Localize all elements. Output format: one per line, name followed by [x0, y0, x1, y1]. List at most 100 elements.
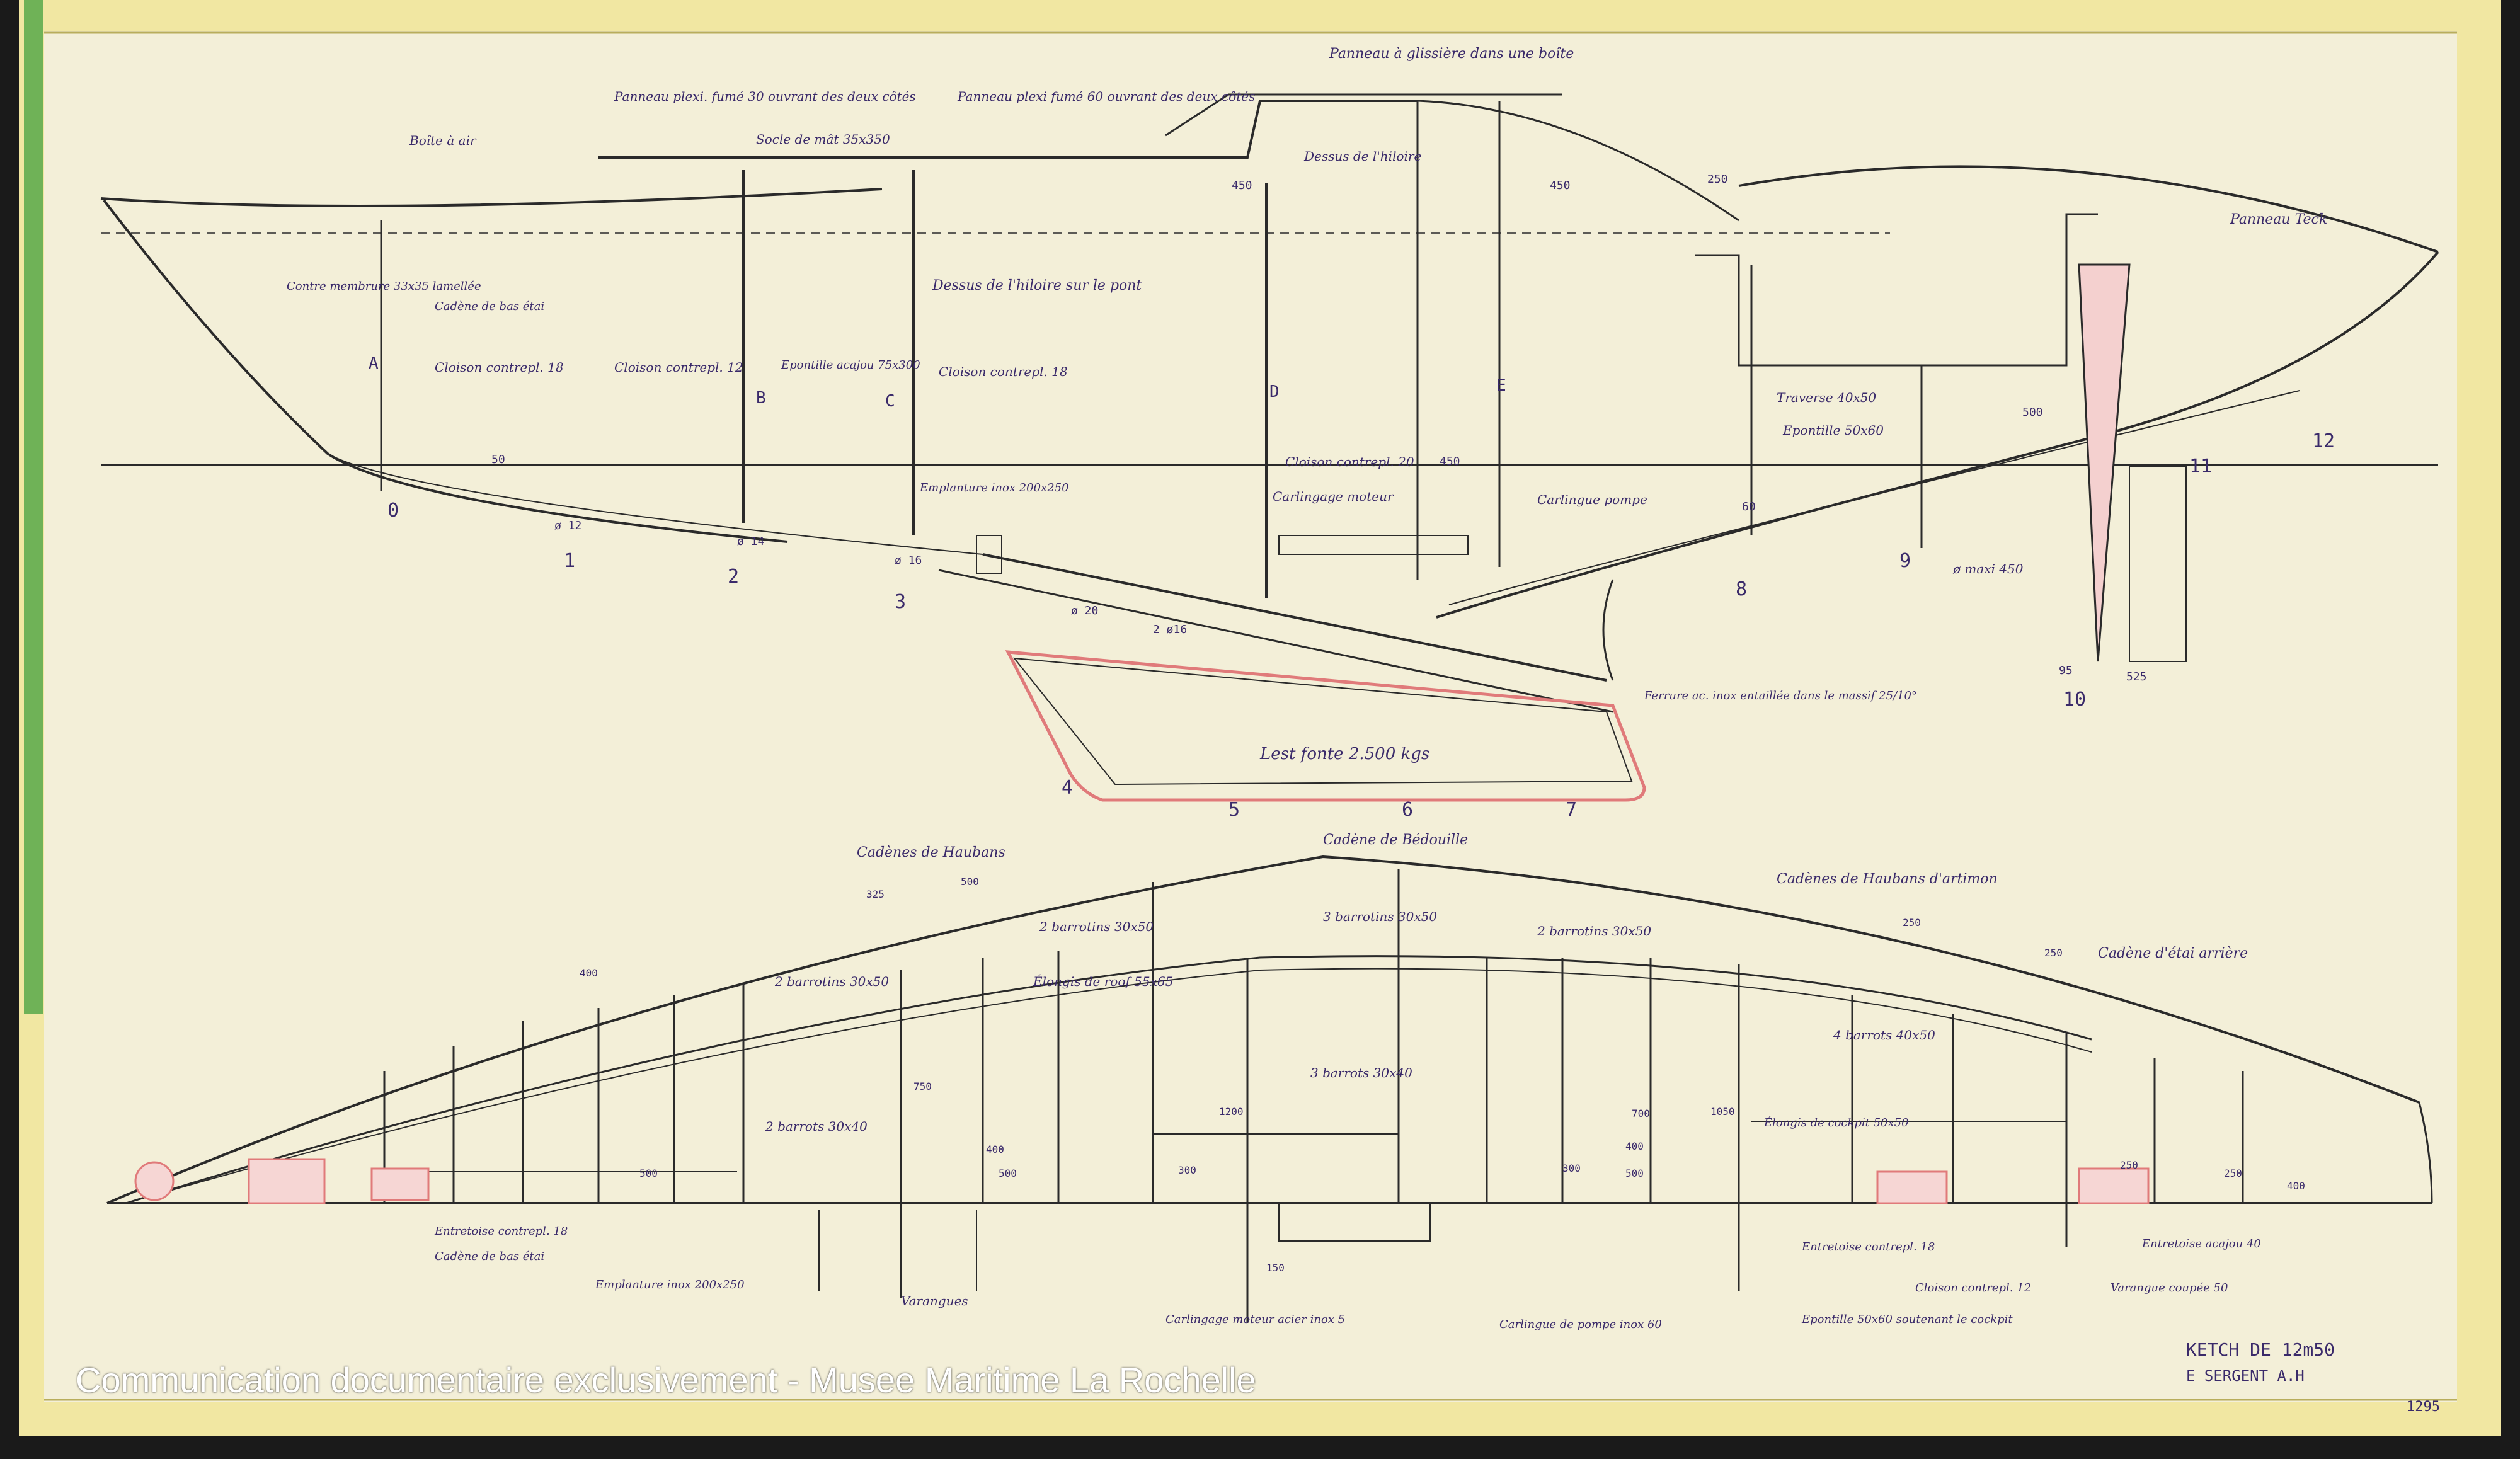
- label-contre-membrure: Contre membrure 33x35 lamellée: [287, 280, 481, 293]
- label-barrotins-a: 2 barrotins 30x50: [1039, 919, 1154, 934]
- label-barrots-3: 3 barrots 30x40: [1310, 1065, 1412, 1080]
- frame-letter-e: E: [1496, 376, 1506, 395]
- label-carlingue-plan: Carlingue de pompe inox 60: [1499, 1318, 1662, 1331]
- label-carlingage-plan: Carlingage moteur acier inox 5: [1166, 1313, 1345, 1326]
- tape-top: [19, 0, 2501, 31]
- label-cadene-etai-arriere: Cadène d'étai arrière: [2098, 946, 2248, 961]
- plan-dim-0: 325: [866, 888, 885, 900]
- frame-number-0: 0: [387, 500, 399, 522]
- title-line-1: KETCH DE 12m50: [2186, 1339, 2335, 1360]
- profile-aft-hull: [1436, 251, 2439, 619]
- profile-keel-lower: [938, 569, 1613, 713]
- frame-number-10: 10: [2063, 689, 2086, 711]
- dim-o16: ø 16: [895, 554, 922, 567]
- dim-250: 250: [1707, 173, 1728, 186]
- frame-number-4: 4: [1062, 777, 1073, 799]
- plan-dim-19: 400: [2287, 1180, 2305, 1192]
- frame-letter-b: B: [756, 389, 766, 408]
- label-cloison-plan: Cloison contrepl. 12: [1915, 1281, 2031, 1295]
- label-lest-fonte: Lest fonte 2.500 kgs: [1259, 745, 1429, 764]
- dim-450-b: 450: [1232, 179, 1252, 192]
- label-entretoise-b: Entretoise contrepl. 18: [1801, 1240, 1935, 1254]
- dim-o12: ø 12: [554, 519, 581, 532]
- frame-number-group: 0 1 2 3 4 5 6 7 8 9 10 11 12: [387, 430, 2335, 821]
- deck-beams: [383, 869, 2244, 1323]
- plan-dim-1: 500: [961, 876, 979, 888]
- dim-500: 500: [2022, 406, 2043, 419]
- tape-green: [24, 0, 43, 1014]
- label-emplanture: Emplanture inox 200x250: [919, 481, 1069, 495]
- plan-dim-12: 400: [1625, 1140, 1644, 1152]
- profile-sheer: [100, 188, 883, 207]
- ballast-keel-outline: [1005, 650, 1646, 802]
- plan-dim-3: 250: [1903, 917, 1921, 929]
- engine-bed: [1278, 535, 1469, 555]
- label-barrots-2: 2 barrots 30x40: [765, 1119, 868, 1134]
- plan-dim-4: 400: [580, 967, 598, 979]
- frame-number-3: 3: [895, 591, 906, 613]
- dim-50: 50: [491, 453, 505, 466]
- frame-number-6: 6: [1402, 799, 1413, 821]
- plan-dim-17: 250: [2224, 1167, 2242, 1179]
- label-barrots-4: 4 barrots 40x50: [1833, 1027, 1935, 1043]
- label-cadene-bas-etai: Cadène de bas étai: [435, 300, 544, 313]
- label-carlingue-pompe: Carlingue pompe: [1537, 492, 1647, 507]
- label-ferrure: Ferrure ac. inox entaillée dans le massi…: [1644, 689, 1917, 702]
- plan-deck-edge: [106, 855, 2420, 1204]
- label-epontille-50x60: Epontille 50x60: [1782, 423, 1884, 438]
- frame-number-8: 8: [1736, 578, 1747, 600]
- plan-dim-9: 150: [1266, 1262, 1285, 1274]
- coachroof: [598, 100, 1418, 159]
- label-cloison-12: Cloison contrepl. 12: [614, 360, 743, 375]
- plan-dim-7: 400: [986, 1143, 1004, 1155]
- plan-dim-11: 500: [1625, 1167, 1644, 1179]
- frame-letter-group: A B C D E: [369, 354, 1506, 411]
- label-cadenes-artimon: Cadènes de Haubans d'artimon: [1777, 871, 1998, 887]
- label-cloison-20: Cloison contrepl. 20: [1285, 454, 1414, 469]
- dim-60: 60: [1742, 500, 1756, 513]
- dim-o14: ø 14: [737, 535, 764, 548]
- frame-number-11: 11: [2189, 455, 2212, 478]
- label-panneau-teck: Panneau Teck: [2230, 212, 2327, 227]
- label-emplanture-plan: Emplanture inox 200x250: [595, 1278, 745, 1291]
- frame-number-2: 2: [728, 566, 739, 588]
- label-barrotins-b: 3 barrotins 30x50: [1323, 909, 1437, 924]
- watermark-text: Communication documentaire exclusivement…: [76, 1360, 1256, 1400]
- label-o-maxi: ø maxi 450: [1952, 561, 2024, 576]
- plan-view: [106, 855, 2433, 1323]
- tape-bottom: [19, 1402, 2501, 1436]
- plan-elongis-inner: [125, 968, 2092, 1204]
- label-varangue-coupee: Varangue coupée 50: [2110, 1281, 2228, 1295]
- drawing-ref: 1295: [2407, 1399, 2440, 1415]
- plan-stern: [2418, 1102, 2433, 1204]
- frame-number-9: 9: [1899, 550, 1911, 572]
- label-cadene-bas-etai-plan: Cadène de bas étai: [435, 1250, 544, 1263]
- rudder: [2078, 263, 2131, 662]
- dim-450-a: 450: [1440, 455, 1460, 468]
- raised-hatch: [1165, 93, 1562, 137]
- mast-step-profile: [976, 535, 1002, 574]
- plan-dim-5: 500: [639, 1167, 658, 1179]
- label-hiloire-pont: Dessus de l'hiloire sur le pont: [932, 278, 1142, 294]
- frame-number-12: 12: [2312, 430, 2335, 452]
- paper: [19, 0, 2501, 1436]
- label-cloison-18a: Cloison contrepl. 18: [435, 360, 564, 375]
- frame-letter-a: A: [369, 354, 379, 373]
- dim-450-c: 450: [1550, 179, 1571, 192]
- red-blocks: [134, 1158, 2150, 1204]
- dim-2-o16: 2 ø16: [1153, 623, 1187, 636]
- profile-dims: 450 450 450 250 500 525 95 50 60 2 ø16 ø…: [491, 173, 2147, 684]
- rudder-blade: [2129, 466, 2187, 662]
- frame-number-7: 7: [1566, 799, 1577, 821]
- plan-dim-2: 250: [2044, 947, 2063, 959]
- plan-dim-14: 1200: [1219, 1106, 1244, 1118]
- plan-elongis: [125, 955, 2092, 1204]
- plan-dim-10: 300: [1562, 1162, 1581, 1174]
- profile-inner-hull: [327, 453, 983, 555]
- label-traverse: Traverse 40x50: [1777, 390, 1876, 405]
- plan-dim-16: 700: [1632, 1107, 1650, 1119]
- label-elongis-cockpit: Élongis de cockpit 50x50: [1763, 1115, 1909, 1130]
- tape-right: [2457, 0, 2501, 1436]
